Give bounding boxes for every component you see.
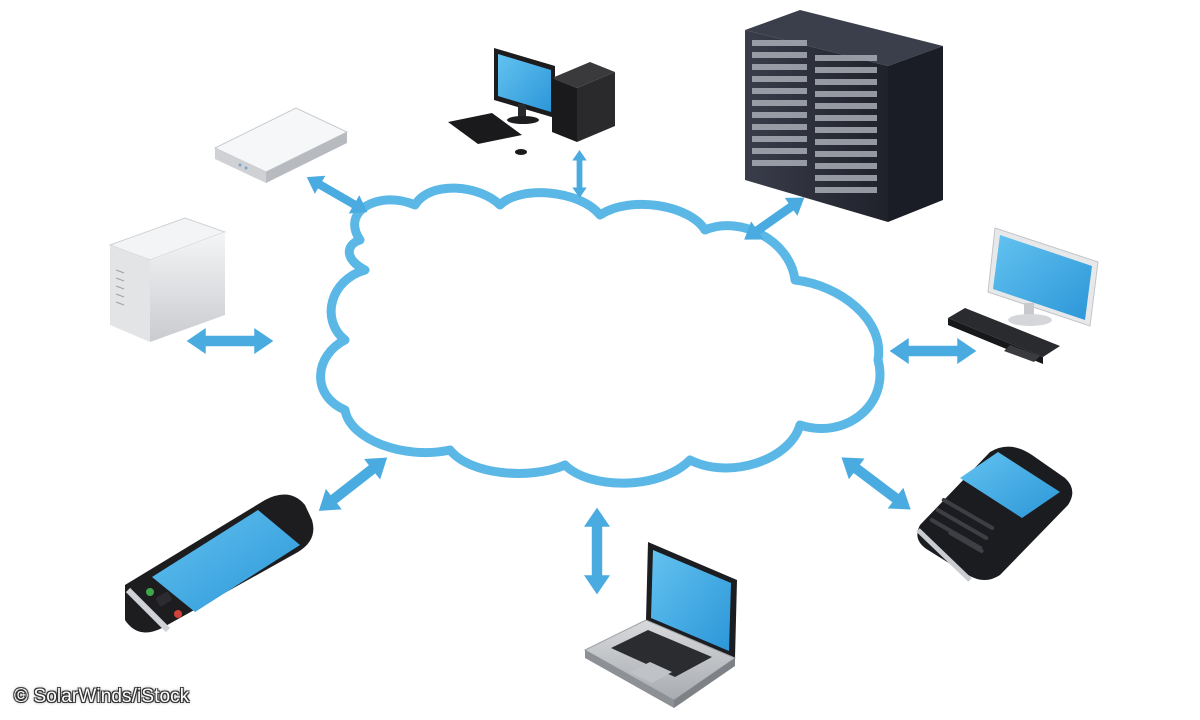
- arrow-laptop-icon: [584, 507, 610, 595]
- arrow-monitor-icon: [889, 338, 977, 364]
- monitor-keyboard-icon: [948, 227, 1099, 364]
- router-icon: [213, 107, 349, 183]
- image-credit: © SolarWinds/iStock: [14, 686, 190, 707]
- cloud-icon: [316, 183, 885, 488]
- arrow-nas-icon: [186, 328, 274, 354]
- arrow-qwerty-phone-icon: [833, 447, 919, 520]
- arrow-desktop-icon: [572, 150, 587, 198]
- server-rack-icon: [745, 10, 943, 222]
- desktop-computer-icon: [448, 48, 615, 155]
- qwerty-phone-icon: [916, 446, 1073, 582]
- smartphone-icon: [125, 494, 314, 633]
- nas-storage-icon: [108, 217, 227, 342]
- arrow-smartphone-icon: [310, 447, 396, 522]
- laptop-icon: [583, 542, 737, 708]
